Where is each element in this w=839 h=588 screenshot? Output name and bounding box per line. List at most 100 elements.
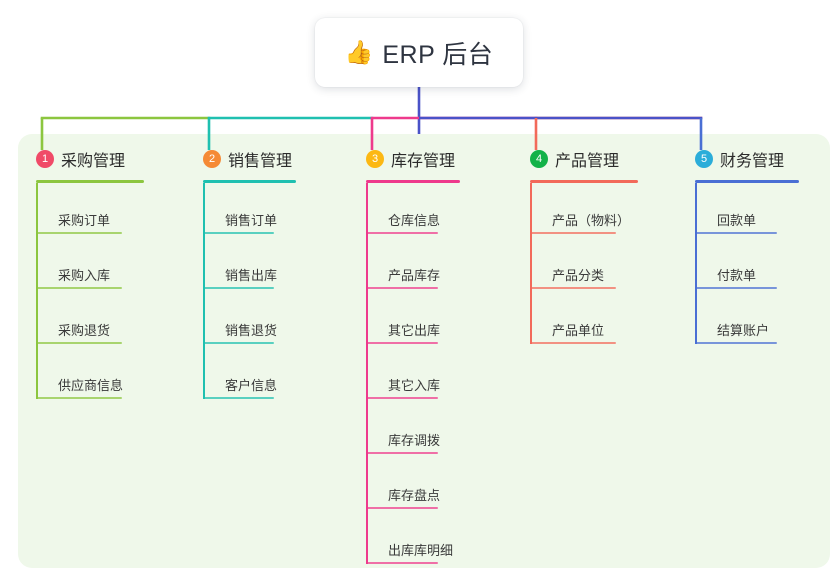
column-header-2[interactable]: 2 销售管理 xyxy=(203,145,296,173)
leaf-item-rule xyxy=(366,342,438,344)
column-title-label: 财务管理 xyxy=(720,153,785,170)
column-spine xyxy=(530,183,532,344)
leaf-item-rule xyxy=(366,452,438,454)
leaf-item[interactable]: 产品分类 xyxy=(530,255,616,289)
column-spine xyxy=(203,183,205,399)
leaf-item[interactable]: 回款单 xyxy=(695,200,777,234)
column-title-label: 采购管理 xyxy=(61,153,126,170)
column-header-1[interactable]: 1 采购管理 xyxy=(36,145,144,173)
leaf-item-rule xyxy=(366,562,438,564)
leaf-item-label: 客户信息 xyxy=(225,378,278,393)
leaf-item[interactable]: 产品（物料） xyxy=(530,200,630,234)
column-number-badge: 5 xyxy=(695,150,713,168)
leaf-item-label: 采购退货 xyxy=(58,323,111,338)
leaf-item[interactable]: 库存盘点 xyxy=(366,475,441,509)
leaf-item-label: 产品库存 xyxy=(388,268,441,283)
column-5: 5 财务管理回款单付款单结算账户 xyxy=(695,145,799,348)
leaf-item-rule xyxy=(366,287,438,289)
leaf-item-rule xyxy=(366,507,438,509)
column-number-badge: 3 xyxy=(366,150,384,168)
column-3: 3 库存管理仓库信息产品库存其它出库其它入库库存调拨库存盘点出库库明细 xyxy=(366,145,460,568)
leaf-item[interactable]: 采购退货 xyxy=(36,310,122,344)
leaf-item-rule xyxy=(36,342,122,344)
root-title-label: ERP 后台 xyxy=(382,40,494,69)
leaf-item[interactable]: 采购入库 xyxy=(36,255,122,289)
leaf-item-label: 结算账户 xyxy=(717,323,770,338)
column-items-1: 采购订单采购入库采购退货供应商信息 xyxy=(36,183,144,403)
leaf-item[interactable]: 仓库信息 xyxy=(366,200,441,234)
leaf-item-rule xyxy=(695,287,777,289)
column-items-4: 产品（物料） 产品分类产品单位 xyxy=(530,183,638,348)
leaf-item[interactable]: 客户信息 xyxy=(203,365,278,399)
column-header-rule xyxy=(695,180,799,183)
column-header-rule xyxy=(203,180,296,183)
leaf-item-rule xyxy=(695,232,777,234)
leaf-item-label: 其它出库 xyxy=(388,323,441,338)
leaf-item-label: 其它入库 xyxy=(388,378,441,393)
leaf-item[interactable]: 销售退货 xyxy=(203,310,278,344)
leaf-item-label: 产品分类 xyxy=(552,268,605,283)
leaf-item-label: 采购入库 xyxy=(58,268,111,283)
diagram-canvas xyxy=(18,134,830,568)
leaf-item-label: 付款单 xyxy=(717,268,757,283)
leaf-item[interactable]: 销售订单 xyxy=(203,200,278,234)
column-items-2: 销售订单销售出库销售退货客户信息 xyxy=(203,183,296,403)
leaf-item[interactable]: 出库库明细 xyxy=(366,530,453,564)
leaf-item-rule xyxy=(530,232,616,234)
column-spine xyxy=(36,183,38,399)
column-header-4[interactable]: 4 产品管理 xyxy=(530,145,638,173)
column-title-label: 产品管理 xyxy=(555,153,620,170)
column-header-rule xyxy=(530,180,638,183)
leaf-item-label: 回款单 xyxy=(717,213,757,228)
column-items-3: 仓库信息产品库存其它出库其它入库库存调拨库存盘点出库库明细 xyxy=(366,183,460,568)
leaf-item-rule xyxy=(695,342,777,344)
leaf-item[interactable]: 供应商信息 xyxy=(36,365,124,399)
column-spine xyxy=(695,183,697,344)
leaf-item-label: 仓库信息 xyxy=(388,213,441,228)
leaf-item-label: 库存盘点 xyxy=(388,488,441,503)
leaf-item-rule xyxy=(36,287,122,289)
leaf-item-rule xyxy=(530,342,616,344)
column-header-rule xyxy=(366,180,460,183)
leaf-item[interactable]: 产品库存 xyxy=(366,255,441,289)
leaf-item[interactable]: 库存调拨 xyxy=(366,420,440,454)
leaf-item-rule xyxy=(203,397,274,399)
column-header-5[interactable]: 5 财务管理 xyxy=(695,145,799,173)
column-title-label: 库存管理 xyxy=(391,153,456,170)
column-header-3[interactable]: 3 库存管理 xyxy=(366,145,460,173)
column-4: 4 产品管理产品（物料） 产品分类产品单位 xyxy=(530,145,638,348)
leaf-item-rule xyxy=(36,397,122,399)
leaf-item[interactable]: 其它出库 xyxy=(366,310,441,344)
leaf-item-rule xyxy=(203,232,274,234)
column-number-badge: 1 xyxy=(36,150,54,168)
leaf-item[interactable]: 其它入库 xyxy=(366,365,441,399)
leaf-item-label: 产品（物料） xyxy=(552,213,631,228)
leaf-item[interactable]: 付款单 xyxy=(695,255,777,289)
leaf-item-rule xyxy=(36,232,122,234)
leaf-item-label: 销售订单 xyxy=(225,213,278,228)
column-header-rule xyxy=(36,180,144,183)
leaf-item-label: 采购订单 xyxy=(58,213,111,228)
column-items-5: 回款单付款单结算账户 xyxy=(695,183,799,348)
root-title-inner: 👍 ERP 后台 xyxy=(345,35,494,71)
leaf-item-label: 销售出库 xyxy=(225,268,278,283)
leaf-item-label: 供应商信息 xyxy=(58,378,124,393)
leaf-item[interactable]: 采购订单 xyxy=(36,200,122,234)
column-title-label: 销售管理 xyxy=(228,153,293,170)
thumbs-up-icon: 👍 xyxy=(344,39,374,65)
leaf-item-rule xyxy=(366,232,438,234)
leaf-item-label: 销售退货 xyxy=(225,323,278,338)
leaf-item-rule xyxy=(366,397,438,399)
leaf-item[interactable]: 销售出库 xyxy=(203,255,278,289)
column-2: 2 销售管理销售订单销售出库销售退货客户信息 xyxy=(203,145,296,403)
column-number-badge: 4 xyxy=(530,150,548,168)
column-number-badge: 2 xyxy=(203,150,221,168)
column-1: 1 采购管理采购订单采购入库采购退货供应商信息 xyxy=(36,145,144,403)
leaf-item-rule xyxy=(530,287,616,289)
leaf-item-rule xyxy=(203,287,274,289)
leaf-item[interactable]: 结算账户 xyxy=(695,310,777,344)
column-spine xyxy=(366,183,368,564)
root-title-card[interactable]: 👍 ERP 后台 xyxy=(315,18,523,87)
leaf-item[interactable]: 产品单位 xyxy=(530,310,616,344)
